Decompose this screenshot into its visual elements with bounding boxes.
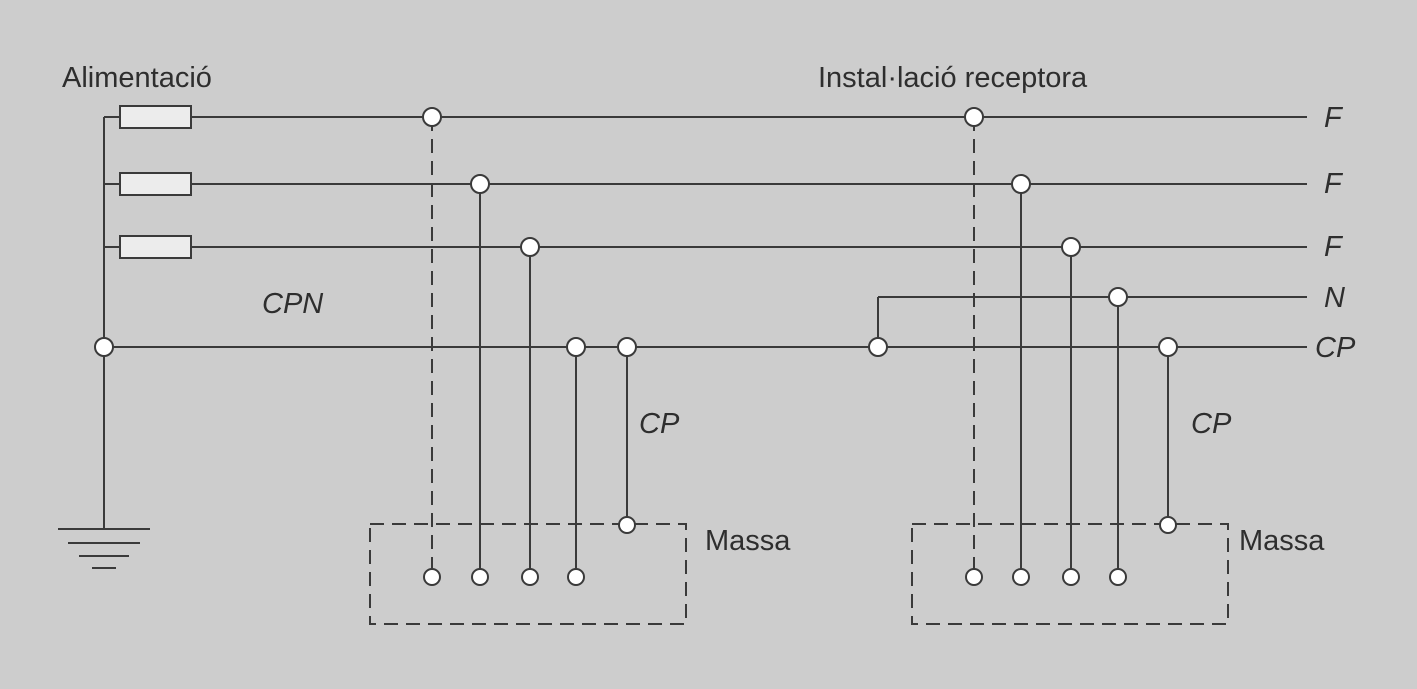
terminal-right-1 xyxy=(965,568,983,586)
connection-nodes xyxy=(94,107,1178,586)
node-f1-right xyxy=(964,107,984,127)
terminal-left-4 xyxy=(567,568,585,586)
node-n-right xyxy=(1108,287,1128,307)
supply-label: Alimentació xyxy=(62,62,212,94)
fuse-icon xyxy=(119,105,192,129)
node-f3-left xyxy=(520,237,540,257)
terminal-right-mass xyxy=(1159,516,1177,534)
terminal-left-2 xyxy=(471,568,489,586)
line-label-cp: CP xyxy=(1315,332,1356,364)
terminal-right-2 xyxy=(1012,568,1030,586)
earth-ground-icon xyxy=(58,528,150,569)
node-cp-left xyxy=(617,337,637,357)
node-f3-right xyxy=(1061,237,1081,257)
cpn-label: CPN xyxy=(262,288,323,320)
installation-label: Instal·lació receptora xyxy=(818,62,1088,94)
line-label-f2: F xyxy=(1324,168,1344,200)
supply-cpn-node xyxy=(94,337,114,357)
cp-left-label: CP xyxy=(639,408,680,440)
terminal-left-1 xyxy=(423,568,441,586)
line-label-f3: F xyxy=(1324,231,1344,263)
mass-right-label: Massa xyxy=(1239,525,1325,557)
node-f1-left xyxy=(422,107,442,127)
terminal-left-3 xyxy=(521,568,539,586)
mass-left-label: Massa xyxy=(705,525,791,557)
node-cpn-left xyxy=(566,337,586,357)
node-cp-right xyxy=(1158,337,1178,357)
fuse-icon xyxy=(119,172,192,196)
cp-right-label: CP xyxy=(1191,408,1232,440)
line-label-n: N xyxy=(1324,282,1345,314)
node-f2-left xyxy=(470,174,490,194)
terminal-right-3 xyxy=(1062,568,1080,586)
node-split-cpn xyxy=(868,337,888,357)
left-mass-enclosure xyxy=(369,523,687,625)
right-mass-enclosure xyxy=(911,523,1229,625)
fuse-icon xyxy=(119,235,192,259)
terminal-right-4 xyxy=(1109,568,1127,586)
node-f2-right xyxy=(1011,174,1031,194)
terminal-left-mass xyxy=(618,516,636,534)
line-label-f1: F xyxy=(1324,102,1344,134)
